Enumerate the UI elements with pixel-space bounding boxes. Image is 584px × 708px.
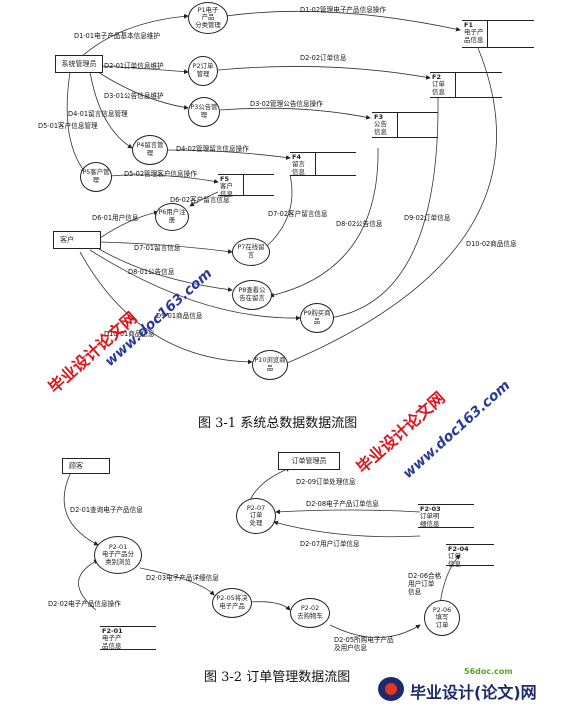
store-f2-01: F2-01 电子产 品信息 xyxy=(100,626,156,650)
process-p2: P2订单 管理 xyxy=(188,56,218,86)
flow-d802: D8-02公告信息 xyxy=(336,220,383,228)
store-f2-04: F2-04 订单 信息 xyxy=(446,544,494,568)
process-p1: P1电子 产品 分类管理 xyxy=(188,2,228,34)
flow-d2-08: D2-08电子产品订单信息 xyxy=(306,500,379,508)
flow-d101: D1-01电子产品基本信息维护 xyxy=(74,32,160,40)
process-p5: P5客户管 理 xyxy=(80,162,112,192)
process-p2-01: P2-01 电子产品分 类别浏览 xyxy=(94,536,142,574)
store-f2-name: 订单 信息 xyxy=(432,80,445,96)
flow-d801: D8-01公告信息 xyxy=(128,268,175,276)
store-f2-04-name: 订单 信息 xyxy=(448,552,461,568)
store-f4-name: 留言 信息 xyxy=(292,160,305,176)
logo-site: 56doc.com xyxy=(464,667,513,676)
process-p7: P7在线留 言 xyxy=(232,238,270,266)
flow-d201: D2-01订单信息维护 xyxy=(104,62,164,70)
flow-d2-01: D2-01查询电子产品信息 xyxy=(70,506,143,514)
site-logo: 56doc.com 毕业设计(论文)网 xyxy=(378,667,578,702)
flow-d1001: D10-01商品信息 xyxy=(104,330,155,338)
store-f2-03-name: 订单明 细信息 xyxy=(420,512,440,528)
flow-d301: D3-01公告信息维护 xyxy=(104,92,164,100)
flow-d502: D5-02管理客户信息操作 xyxy=(124,170,197,178)
flow-d702: D7-02客户留言信息 xyxy=(268,210,328,218)
flow-d701: D7-01留言信息 xyxy=(134,244,181,252)
store-f2-01-name: 电子产 品信息 xyxy=(102,634,122,650)
flow-d1002: D10-02商品信息 xyxy=(466,240,517,248)
flow-d602: D6-02客户留言信息 xyxy=(170,196,230,204)
process-p2-07: P2-07 订单 处理 xyxy=(236,498,276,534)
process-p10: P10浏览商 品 xyxy=(252,350,288,380)
flow-d601: D6-01用户信息 xyxy=(92,214,139,222)
flow-d2-07: D2-07用户订单信息 xyxy=(300,540,360,548)
store-f3: F3 公告 信息 xyxy=(372,112,438,138)
flow-d402: D4-02管理留言信息操作 xyxy=(176,145,249,153)
process-p2-06: P2-06 填写 订单 xyxy=(424,600,460,636)
flow-d202: D2-02订单信息 xyxy=(300,54,347,62)
flow-d2-06: D2-06合格 用户订单 信息 xyxy=(408,572,442,596)
customer-entity-2: 顾客 xyxy=(62,458,110,474)
store-f2: F2 订单 信息 xyxy=(430,72,502,98)
process-p9: P9购买商 品 xyxy=(300,303,334,333)
flow-d401: D4-01留言信息管理 xyxy=(68,110,128,118)
flow-d901: D9-01商品信息 xyxy=(156,312,203,320)
admin-entity: 系统管理员 xyxy=(55,55,103,73)
figure2-caption: 图 3-2 订单管理数据流图 xyxy=(204,670,351,685)
flow-d302: D3-02管理公告信息操作 xyxy=(250,100,323,108)
flow-d2-02: D2-02电子产品信息操作 xyxy=(48,600,121,608)
store-f3-id: F3 xyxy=(372,113,398,137)
flow-d2-05: D2-05所购电子产品 及用户信息 xyxy=(334,636,394,652)
store-f2-01-id: F2-01 xyxy=(102,627,123,635)
store-f4: F4 留言 信息 xyxy=(290,152,356,176)
store-f1-id: F1 xyxy=(462,21,488,47)
flow-d102: D1-02管理电子产品信息操作 xyxy=(300,6,386,14)
store-f5-id: F5 xyxy=(218,175,244,195)
process-p2-05: P2-05将决 电子产品 xyxy=(212,588,252,618)
process-p6: P6用户注 册 xyxy=(155,203,189,231)
store-f2-id: F2 xyxy=(430,73,456,97)
store-f4-id: F4 xyxy=(290,153,316,175)
store-f5-name: 客户 信息 xyxy=(220,182,233,198)
flow-d2-03: D2-03电子产品详细信息 xyxy=(146,574,219,582)
customer-entity: 客户 xyxy=(53,231,101,249)
logo-mark-icon xyxy=(378,677,404,701)
process-p2-02: P2-02 去购物车 xyxy=(290,598,330,628)
store-f1-name: 电子产 品信息 xyxy=(464,28,484,44)
process-p4: P4留言管 理 xyxy=(132,135,168,165)
figure1-caption: 图 3-1 系统总数据数据流图 xyxy=(198,416,358,431)
logo-text: 毕业设计(论文)网 xyxy=(410,683,537,702)
store-f3-name: 公告 信息 xyxy=(374,120,387,136)
order-manager-entity: 订单管理员 xyxy=(278,452,340,470)
flow-d2-09: D2-09订单处理信息 xyxy=(296,478,356,486)
store-f1: F1 电子产 品信息 xyxy=(462,20,534,48)
flow-d501: D5-01客户信息管理 xyxy=(38,122,98,130)
flow-d902: D9-02订单信息 xyxy=(404,214,451,222)
process-p3: P3公告管 理 xyxy=(188,97,220,127)
store-f2-04-id: F2-04 xyxy=(448,545,469,553)
store-f5: F5 客户 信息 xyxy=(218,174,274,198)
store-f2-03-id: F2-03 xyxy=(420,505,441,513)
process-p8: P8查看公 告在留言 xyxy=(232,280,272,310)
store-f2-03: F2-03 订单明 细信息 xyxy=(418,504,474,528)
